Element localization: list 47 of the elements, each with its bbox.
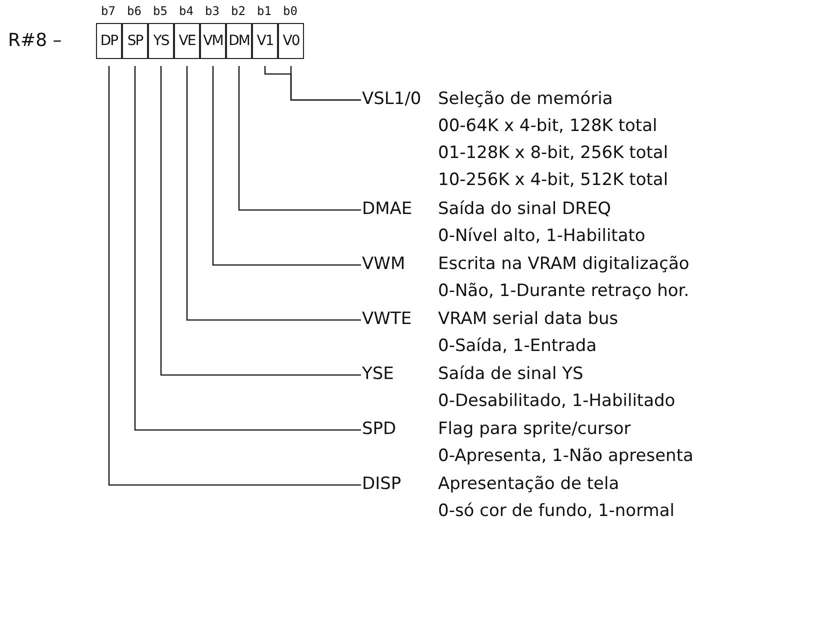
field-description: Flag para sprite/cursor	[438, 418, 631, 441]
bit-number: b1	[257, 4, 272, 18]
field-name: VWM	[362, 253, 406, 276]
bit-number: b6	[127, 4, 142, 18]
field-name: VWTE	[362, 308, 412, 331]
bit-number: b2	[231, 4, 246, 18]
option-line: 0-só cor de fundo, 1-normal	[438, 500, 674, 523]
bit-number: b0	[283, 4, 298, 18]
option-line: 0-Saída, 1-Entrada	[438, 335, 597, 358]
bit-cell: VM	[200, 23, 226, 59]
field-name: DISP	[362, 473, 402, 496]
connector-line	[290, 66, 361, 101]
bit-number: b7	[101, 4, 116, 18]
bit-cell: DP	[96, 23, 122, 59]
field-description: Seleção de memória	[438, 88, 613, 111]
field-description: Saída de sinal YS	[438, 363, 584, 386]
field-name: DMAE	[362, 198, 412, 221]
field-description: VRAM serial data bus	[438, 308, 618, 331]
option-line: 0-Não, 1-Durante retraço hor.	[438, 280, 690, 303]
bit-cell: YS	[148, 23, 174, 59]
option-line: 00-64K x 4-bit, 128K total	[438, 115, 658, 138]
field-description: Escrita na VRAM digitalização	[438, 253, 690, 276]
option-line: 0-Apresenta, 1-Não apresenta	[438, 445, 694, 468]
option-line: 0-Desabilitado, 1-Habilitado	[438, 390, 676, 413]
connector-line	[186, 66, 361, 321]
bit-cell: SP	[122, 23, 148, 59]
field-description: Apresentação de tela	[438, 473, 620, 496]
connector-line	[134, 66, 361, 431]
bit-number: b4	[179, 4, 194, 18]
connector-line	[108, 66, 361, 486]
option-line: 01-128K x 8-bit, 256K total	[438, 142, 668, 165]
option-line: 10-256K x 4-bit, 512K total	[438, 169, 668, 192]
option-line: 0-Nível alto, 1-Habilitato	[438, 225, 646, 248]
field-name: YSE	[362, 363, 394, 386]
connector-line	[212, 66, 361, 266]
bit-cell: VE	[174, 23, 200, 59]
register-name: R#8 –	[8, 30, 62, 51]
bit-number: b3	[205, 4, 220, 18]
connector-line	[160, 66, 361, 376]
bit-number: b5	[153, 4, 168, 18]
bit-cell: V1	[252, 23, 278, 59]
bit-cell: V0	[278, 23, 304, 59]
field-name: VSL1/0	[362, 88, 422, 111]
field-description: Saída do sinal DREQ	[438, 198, 612, 221]
field-name: SPD	[362, 418, 396, 441]
connector-line	[238, 66, 361, 211]
bit-cell: DM	[226, 23, 252, 59]
